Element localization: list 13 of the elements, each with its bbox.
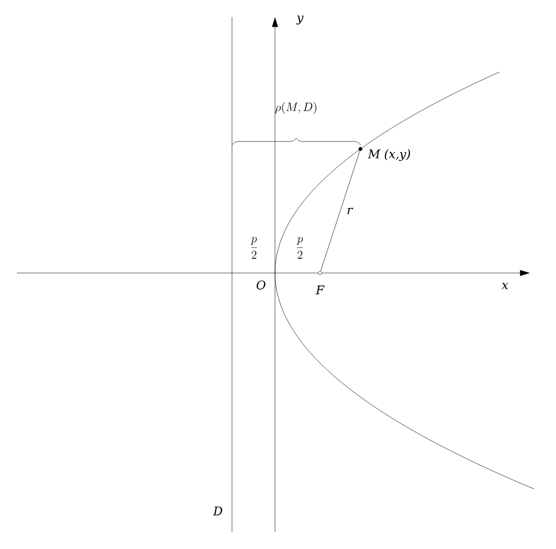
segment (320, 150, 360, 272)
point (358, 147, 362, 151)
axis-label: y (296, 16, 304, 24)
distance-label: $\rho(M,D)$ (275, 102, 316, 114)
axis-label: x (502, 282, 508, 290)
point (318, 271, 322, 275)
point-label: F (316, 286, 325, 294)
axis-label: D (213, 506, 222, 516)
fraction-label: $\frac{p}{2}$ (296, 237, 303, 259)
point-label: M (x,y) (368, 149, 410, 161)
edge-label: r (348, 208, 354, 214)
fraction-label: $\frac{p}{2}$ (250, 237, 257, 259)
axis-label: O (256, 280, 266, 290)
